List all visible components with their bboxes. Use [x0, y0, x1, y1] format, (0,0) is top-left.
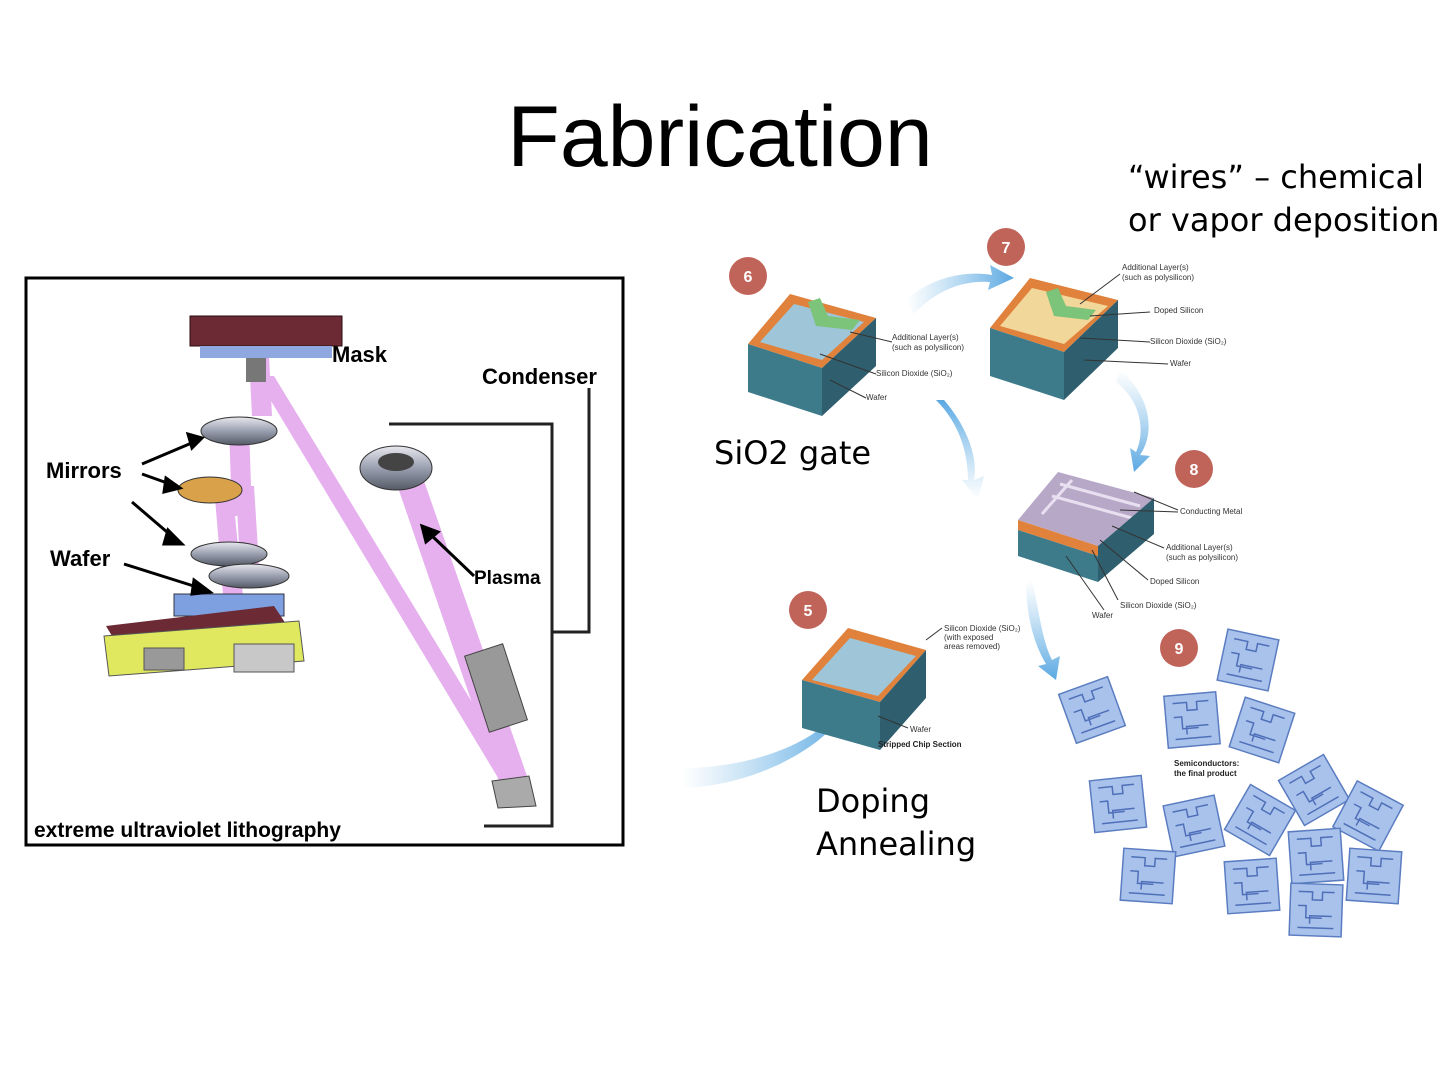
step-8-label-4: Doped Silicon: [1150, 577, 1199, 586]
step-9-number: 9: [1175, 641, 1184, 658]
wafer-label: Wafer: [50, 546, 111, 571]
step-5-label-3: areas removed): [944, 642, 1000, 651]
step-8-label-1: Conducting Metal: [1180, 507, 1242, 516]
step-8-label-3: (such as polysilicon): [1166, 553, 1238, 562]
step-8-label-2: Additional Layer(s): [1166, 543, 1233, 552]
step-7-label-1: Additional Layer(s): [1122, 263, 1189, 272]
plasma-label: Plasma: [474, 568, 541, 589]
step-5-number: 5: [804, 603, 813, 620]
step-5-diagram: 5 Silicon Dioxide (SiO₂) (with exposed a…: [789, 591, 1021, 750]
wires-note-line-1: “wires” – chemical: [1128, 156, 1439, 199]
euv-caption: extreme ultraviolet lithography: [34, 819, 341, 842]
step-9-label-1: Semiconductors:: [1174, 759, 1239, 768]
step-7-label-5: Wafer: [1170, 359, 1191, 368]
condenser-label: Condenser: [482, 364, 597, 389]
chip-cluster: [1059, 629, 1403, 937]
step-6-label-3: Silicon Dioxide (SiO₂): [876, 369, 953, 378]
step-7-diagram: 7 Additional Layer(s) (such as polysilic…: [987, 228, 1227, 400]
process-flow-figure: 5 Silicon Dioxide (SiO₂) (with exposed a…: [680, 220, 1430, 940]
mask-label: Mask: [332, 342, 388, 367]
step-8-label-5: Silicon Dioxide (SiO₂): [1120, 601, 1197, 610]
step-7-number: 7: [1002, 240, 1011, 257]
step-8-number: 8: [1190, 462, 1199, 479]
step-5-label-2: (with exposed: [944, 633, 993, 642]
step-7-label-4: Silicon Dioxide (SiO₂): [1150, 337, 1227, 346]
step-7-label-3: Doped Silicon: [1154, 306, 1203, 315]
step-6-label-2: (such as polysilicon): [892, 343, 964, 352]
step-6-label-1: Additional Layer(s): [892, 333, 959, 342]
euv-lithography-figure: Mask Condenser Mirrors Wafer Plasma extr…: [24, 276, 626, 848]
step-6-label-4: Wafer: [866, 393, 887, 402]
step-5-caption: Stripped Chip Section: [878, 740, 962, 749]
step-6-number: 6: [744, 269, 753, 286]
step-6-diagram: 6 Additional Layer(s) (such as polysilic…: [729, 257, 964, 416]
step-8-diagram: 8 Conducting Metal Additional Layer(s) (…: [1018, 450, 1242, 620]
mirrors-label: Mirrors: [46, 458, 122, 483]
step-9-label-2: the final product: [1174, 769, 1237, 778]
step-5-wafer-label: Wafer: [910, 725, 931, 734]
step-8-label-6: Wafer: [1092, 611, 1113, 620]
step-5-label-1: Silicon Dioxide (SiO₂): [944, 624, 1021, 633]
step-9-diagram: 9 Semiconductors: the final product: [1059, 629, 1403, 937]
step-7-label-2: (such as polysilicon): [1122, 273, 1194, 282]
